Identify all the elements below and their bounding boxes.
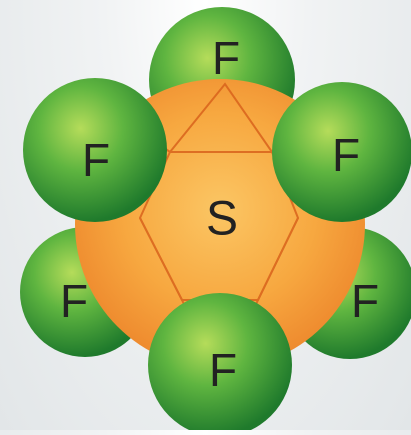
atom-label-f: F: [82, 134, 110, 186]
atom-label-f: F: [60, 275, 88, 327]
atom-label-f: F: [332, 129, 360, 181]
atom-label-f: F: [351, 275, 379, 327]
atom-label-f: F: [212, 32, 240, 84]
fluorine-atom-upper-right: F: [272, 82, 411, 222]
atom-label-s: S: [206, 193, 238, 246]
atom-label-f: F: [209, 344, 237, 396]
fluorine-atom-upper-left: F: [23, 78, 167, 222]
fluorine-sphere: [272, 82, 411, 222]
fluorine-sphere: [148, 293, 292, 435]
fluorine-atom-bottom: F: [148, 293, 292, 435]
fluorine-sphere: [23, 78, 167, 222]
